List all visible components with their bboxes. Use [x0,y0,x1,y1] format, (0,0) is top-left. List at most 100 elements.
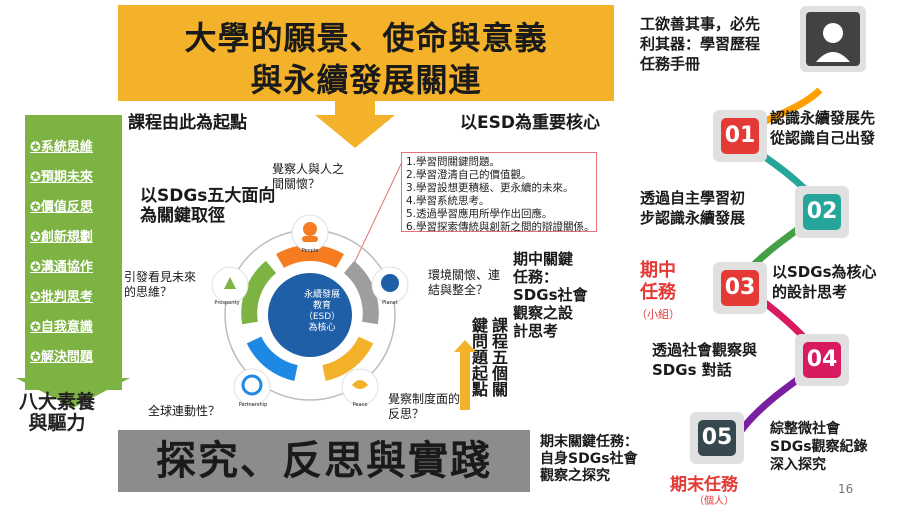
competency-bar [25,115,122,390]
down-arrow-top [315,100,395,148]
focus-point: 1.學習問關鍵問題。 [406,156,501,168]
competency-item: ✪預期未來 [30,170,93,185]
course-vertical-col1: 課程五個關 [492,316,509,399]
step-05-badge: 05 [698,420,736,456]
final-key-task: 期末關鍵任務： 自身SDGs社會 觀察之探究 [540,434,638,485]
roadmap-intro-line3: 任務手冊 [640,55,701,73]
core-circle [268,273,352,357]
step-01-text: 認識永續發展先 從認識自己出發 [770,108,875,148]
competency-item: ✪溝通協作 [30,260,93,275]
question-planet: 環境關懷、連結與整全？ [428,268,501,297]
step-04-line1: 透過社會觀察與 [652,341,758,359]
step-05-line2: SDGs觀察紀錄 [770,439,868,455]
competency-item: ✪自我意識 [30,320,93,335]
focus-point: 5.透過學習應用所學作出回應。 [406,208,553,220]
question-partnership: 全球連動性？ [148,404,221,418]
question-peace: 覺察制度面的反思？ [388,392,461,421]
prosperity-icon-label: Prosperity [214,300,240,306]
step-04-line2: SDGs 對話 [652,361,732,379]
focus-points-box: 1.學習問關鍵問題。 2.學習澄清自己的價值觀。 3.學習設想更積極、更永續的未… [401,152,597,233]
core-label-line3: （ESD） [303,312,341,322]
sdgs-label: 以SDGs五大面向 為關鍵取徑 [140,186,275,226]
competency-arrow [16,370,130,408]
midterm-task-line4: 觀察之設 [513,304,574,322]
step-03-badge: 03 [721,270,759,306]
step-02-line2: 步認識永續發展 [640,209,746,227]
peace-icon-label: Peace [352,402,368,408]
ring-segment-peace [322,336,374,381]
ring-segment-prosperity [241,260,277,325]
planet-icon-label: Planet [382,300,398,306]
midterm-task-line2: 任務： [513,268,559,286]
competency-item: ✪批判思考 [30,290,93,305]
partnership-icon-label: Partnership [238,402,268,408]
focus-point: 2.學習澄清自己的價值觀。 [406,169,532,181]
step-04-text: 透過社會觀察與 SDGs 對話 [652,340,757,380]
mid-task-label: 期中 任務 （小組） [630,260,686,326]
sdgs-label-line2: 為關鍵取徑 [140,206,225,226]
step-02-line1: 透過自主學習初 [640,189,746,207]
title-line-2: 與永續發展關連 [250,61,482,99]
ring-segment-planet [343,260,379,325]
competency-item: ✪創新規劃 [30,230,93,245]
core-label: 永續發展 教育 （ESD） 為核心 [298,290,346,334]
mid-task-line1: 期中 [640,260,676,281]
step-01-line1: 認識永續發展先 [770,109,876,127]
step-01-badge: 01 [721,118,759,154]
title-banner: 大學的願景、使命與意義 與永續發展關連 [118,5,614,101]
step-02-badge: 02 [803,194,841,230]
roadmap-intro: 工欲善其事，必先 利其器：學習歷程 任務手冊 [640,14,760,74]
question-people: 覺察人與人之間關懷？ [272,162,345,191]
focus-point: 6.學習探索傳統與創新之間的辯證關係。 [406,221,595,233]
mid-task-line3: （小組） [636,308,680,321]
competency-footer: 八大素養 與驅力 [2,392,142,434]
competency-footer-line2: 與驅力 [28,412,86,434]
ring-segment-people [276,244,344,269]
step-05-text: 綜整微社會 SDGs觀察紀錄 深入探究 [770,420,868,474]
focus-point: 4.學習系統思考。 [406,195,490,207]
step-03-text: 以SDGs為核心 的設計思考 [772,262,877,302]
core-label-line2: 教育 [312,301,331,311]
step-05-line1: 綜整微社會 [770,421,840,437]
core-label-line1: 永續發展 [303,290,340,300]
roadmap-intro-line2: 利其器：學習歷程 [640,35,761,53]
ring-segment-partnership [246,336,298,381]
mid-task-line2: 任務 [640,282,676,303]
course-vertical-col2: 鍵問題起點 [472,316,489,399]
competency-item: ✪價值反思 [30,200,93,215]
midterm-task-line1: 期中關鍵 [513,250,574,268]
final-task-line2: 自身SDGs社會 [540,451,638,467]
midterm-task-line5: 計思考 [513,322,559,340]
roadmap-intro-line1: 工欲善其事，必先 [640,15,761,33]
step-02-text: 透過自主學習初 步認識永續發展 [640,188,745,228]
partnership-icon [233,368,271,406]
start-label: 課程由此為起點 [128,113,247,133]
final-task-line1: 期末關鍵任務： [540,434,638,450]
step-03-line1: 以SDGs為核心 [772,263,877,281]
esd-label: 以ESD為重要核心 [460,113,600,133]
sdgs-label-line1: 以SDGs五大面向 [140,186,276,206]
question-prosperity: 引發看見未來的思維？ [124,270,197,299]
competency-item: ✪解決問題 [30,350,93,365]
bottom-title: 探究、反思與實踐 [156,438,492,484]
competency-item: ✪系統思維 [30,140,93,155]
people-icon-label: People [301,248,319,254]
user-icon [806,12,860,66]
step-05-line3: 深入探究 [770,457,826,473]
core-label-line4: 為核心 [308,323,336,333]
step-03-line2: 的設計思考 [772,283,848,301]
competency-footer-line1: 八大素養 [18,391,95,413]
page-number: 16 [838,482,854,496]
vertical-arrow [454,340,476,410]
step-01-line2: 從認識自己出發 [770,129,876,147]
midterm-task-line3: SDGs社會 [513,286,588,304]
bottom-banner [118,430,530,492]
focus-point: 3.學習設想更積極、更永續的未來。 [406,182,574,194]
final-task-line3: 觀察之探究 [540,468,610,484]
step-04-badge: 04 [803,342,841,378]
midterm-key-task: 期中關鍵 任務： SDGs社會 觀察之設 計思考 [513,250,588,340]
title-line-1: 大學的願景、使命與意義 [184,19,548,57]
sdg-cycle-diagram [211,214,409,406]
final-task-label: 期末任務 [670,475,738,495]
focus-connector [349,161,403,273]
